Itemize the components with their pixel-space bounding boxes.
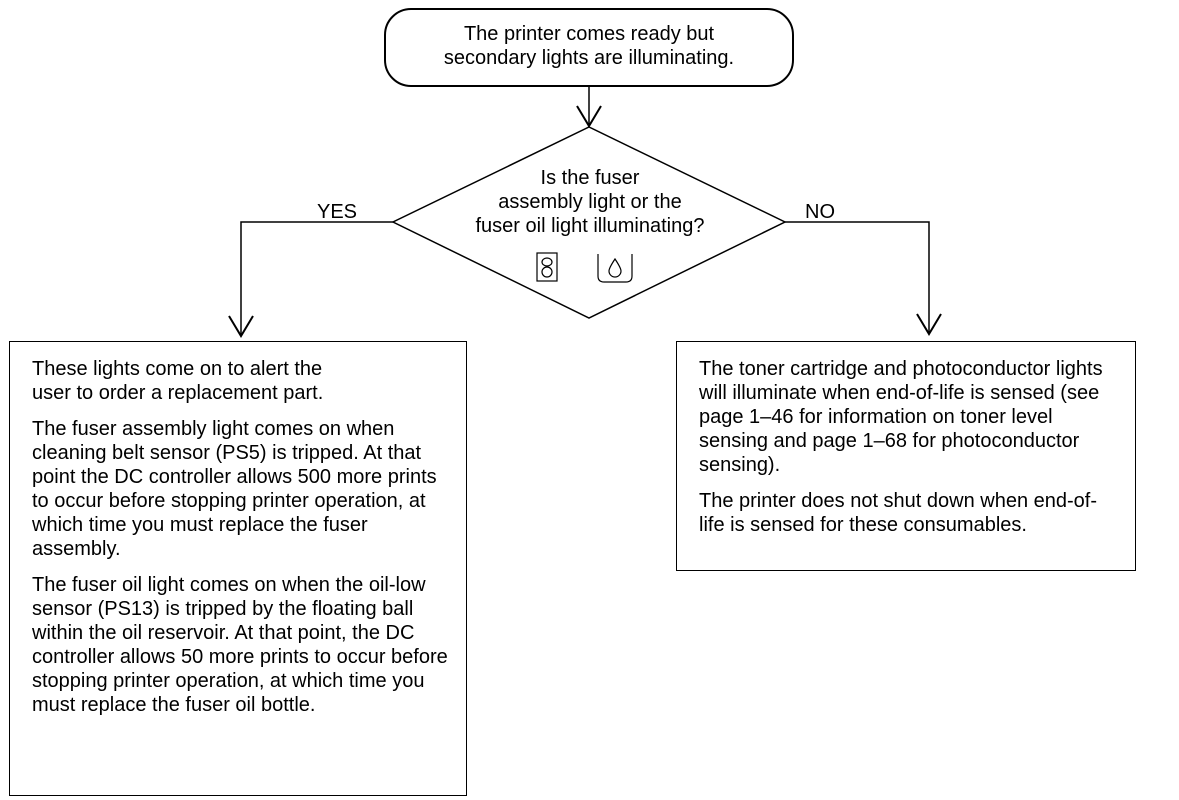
no-label: NO (805, 201, 835, 223)
no-result-box: The toner cartridge and photoconductor l… (676, 341, 1136, 571)
decision-line-3: fuser oil light illuminating? (475, 215, 705, 237)
no-paragraph-1: The toner cartridge and photoconductor l… (699, 358, 1103, 476)
fuser-oil-drop-icon (597, 254, 633, 283)
connector-no-branch (785, 221, 930, 334)
connector-yes-branch (240, 221, 393, 336)
arrowhead-start-to-decision (576, 105, 602, 128)
yes-paragraph-2: The fuser assembly light comes on when c… (32, 418, 437, 560)
decision-line-2: assembly light or the (498, 191, 682, 213)
start-line-2: secondary lights are illuminating. (443, 47, 735, 69)
arrowhead-yes-branch (228, 315, 254, 338)
yes-result-box: These lights come on to alert the user t… (9, 341, 467, 796)
yes-paragraph-1: These lights come on to alert the user t… (32, 358, 324, 404)
arrowhead-no-branch (916, 313, 942, 336)
decision-line-1: Is the fuser (540, 167, 640, 189)
no-paragraph-2: The printer does not shut down when end-… (699, 490, 1098, 536)
start-line-1: The printer comes ready but (463, 23, 715, 45)
yes-paragraph-3: The fuser oil light comes on when the oi… (32, 574, 448, 716)
decision-diamond (391, 126, 787, 319)
yes-label: YES (317, 201, 358, 223)
start-text: The printer comes ready but secondary li… (385, 22, 793, 70)
decision-question: Is the fuser assembly light or the fuser… (460, 166, 720, 238)
fuser-assembly-icon (536, 252, 558, 282)
